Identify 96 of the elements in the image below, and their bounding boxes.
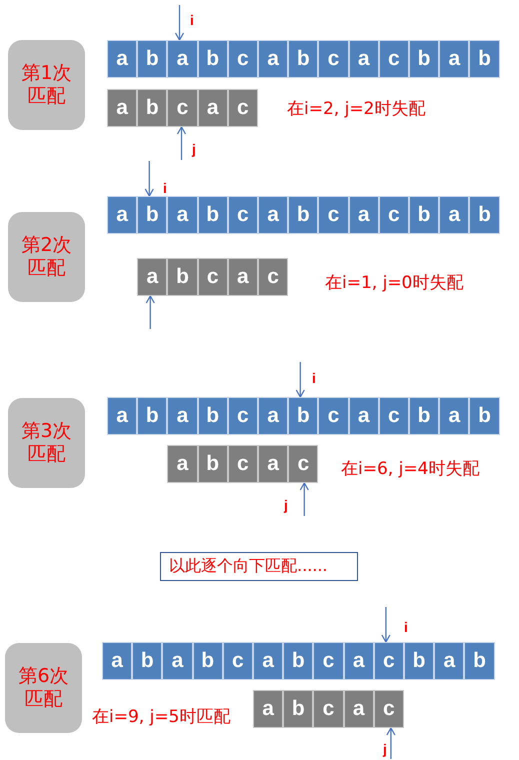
text-cell: a [434,642,464,680]
pointer-arrow [174,5,184,41]
edge-label: j [284,497,288,513]
text-cell: a [348,397,379,435]
text-cell: c [318,40,349,78]
pattern-cell: a [258,445,288,483]
pattern-cell: c [198,258,228,296]
text-cell: a [253,642,284,680]
text-cell: b [469,40,500,78]
note-box: 以此逐个向下匹配...... [160,552,358,581]
text-cell: b [132,642,162,680]
text-cell: b [404,642,434,680]
text-cell: b [192,642,223,680]
pointer-arrow [146,295,155,329]
text-cell: a [107,196,138,234]
text-cell: b [198,40,228,78]
status-note: 在i=9, j=5时匹配 [92,706,230,728]
pattern-cell: b [283,690,314,728]
text-cell: a [344,642,374,680]
text-cell: a [167,196,198,234]
text-cell: b [137,196,168,234]
edge-label: i [190,12,194,28]
edge-label: i [404,619,408,635]
text-cell: c [378,196,409,234]
pointer-arrow [300,482,309,516]
text-cell: a [258,397,288,435]
text-cell: c [228,40,258,78]
text-cell: c [228,397,258,435]
text-cell: a [167,397,198,435]
text-cell: b [409,397,440,435]
pattern-cell: c [313,690,344,728]
step-box: 第3次匹配 [8,398,85,488]
text-cell: b [283,642,314,680]
status-note: 在i=2, j=2时失配 [287,98,426,120]
pattern-cell: c [167,89,198,127]
edge-label: j [192,141,196,157]
text-cell: b [469,196,500,234]
pointer-arrow [144,161,154,197]
step-box: 第1次匹配 [8,40,85,130]
pattern-cell: b [198,445,228,483]
pattern-cell: a [198,89,228,127]
text-cell: b [409,40,440,78]
pointer-arrow [296,362,305,398]
text-cell: b [469,397,500,435]
status-note: 在i=6, j=4时失配 [341,458,480,480]
text-cell: b [198,196,228,234]
text-cell: c [313,642,344,680]
text-cell: a [258,40,288,78]
status-note: 在i=1, j=0时失配 [325,272,464,294]
pointer-arrow [176,126,186,160]
edge-label: i [312,370,316,386]
text-cell: c [318,196,349,234]
text-cell: b [137,397,168,435]
pattern-cell: a [137,258,168,296]
text-cell: a [439,196,470,234]
text-cell: b [464,642,495,680]
text-cell: a [258,196,288,234]
pattern-cell: c [228,445,258,483]
text-cell: b [409,196,440,234]
text-cell: a [102,642,132,680]
pattern-cell: a [228,258,258,296]
pointer-arrow [381,607,390,643]
text-cell: c [378,40,409,78]
text-cell: b [288,397,318,435]
text-cell: a [348,196,379,234]
pointer-arrow [386,727,396,759]
text-cell: b [288,196,318,234]
pattern-cell: c [288,445,318,483]
text-cell: b [137,40,168,78]
pattern-cell: c [374,690,404,728]
text-cell: a [167,40,198,78]
pattern-cell: a [107,89,138,127]
text-cell: c [378,397,409,435]
pattern-cell: c [228,89,258,127]
text-cell: c [318,397,349,435]
text-cell: a [162,642,193,680]
text-cell: a [107,397,138,435]
pattern-cell: a [344,690,374,728]
text-cell: a [107,40,138,78]
pattern-cell: c [258,258,288,296]
text-cell: c [374,642,404,680]
pattern-cell: b [167,258,198,296]
pattern-cell: a [253,690,284,728]
text-cell: a [348,40,379,78]
pattern-cell: a [167,445,198,483]
text-cell: b [198,397,228,435]
text-cell: c [228,196,258,234]
text-cell: a [439,397,470,435]
text-cell: c [222,642,253,680]
step-box: 第2次匹配 [8,212,85,302]
text-cell: b [288,40,318,78]
step-box: 第6次匹配 [5,643,82,733]
pattern-cell: b [137,89,168,127]
edge-label: j [383,741,387,757]
edge-label: i [163,180,167,196]
text-cell: a [439,40,470,78]
